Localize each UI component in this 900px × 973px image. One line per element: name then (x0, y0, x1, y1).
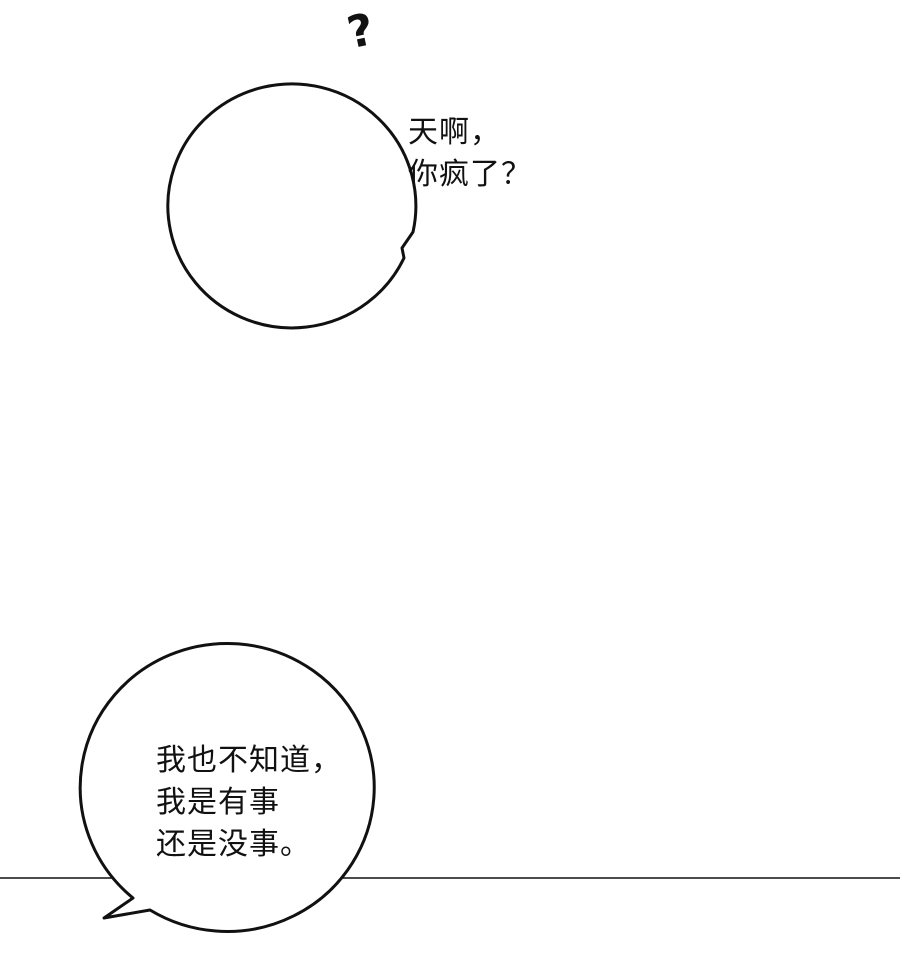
speech-bubble-top (166, 82, 418, 330)
speech-line: 我是有事 (156, 785, 280, 820)
speech-bubble-bottom (78, 641, 376, 933)
speech-text-bottom: 我也不知道， 我是有事 还是没事。 (156, 740, 342, 866)
speech-line: 还是没事。 (156, 827, 311, 862)
speech-line: 天啊， (408, 115, 501, 150)
speech-line: 我也不知道， (156, 743, 342, 778)
speech-text-top: 天啊， 你疯了？ (408, 112, 532, 196)
speech-line: 你疯了？ (408, 157, 532, 192)
